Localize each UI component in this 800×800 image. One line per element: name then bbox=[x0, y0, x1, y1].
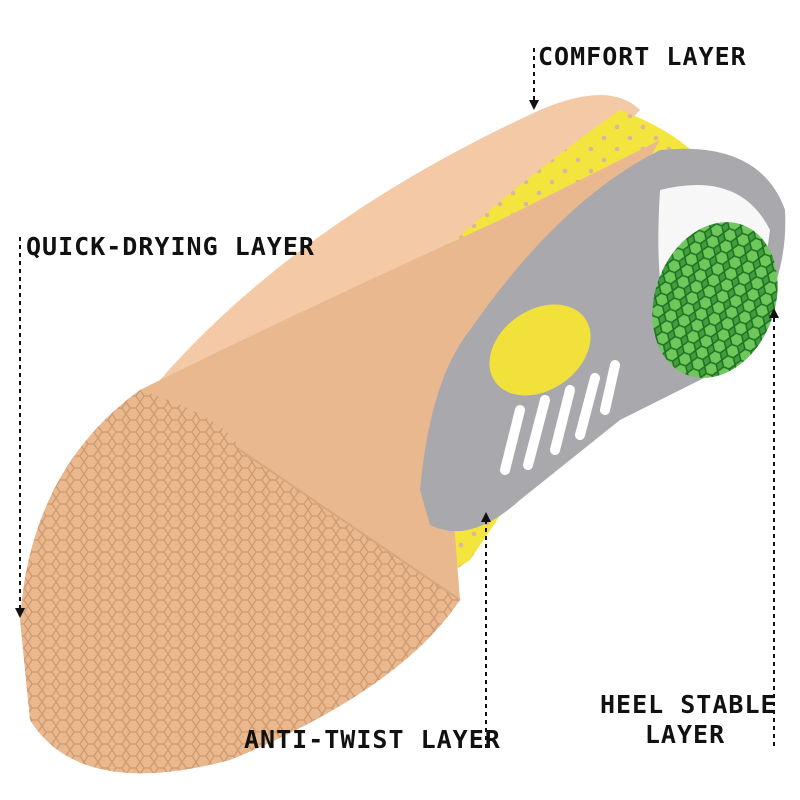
quick-drying-layer-label: QUICK-DRYING LAYER bbox=[26, 232, 315, 261]
heel-stable-label-line2: LAYER bbox=[644, 720, 726, 749]
anti-twist-layer-label: ANTI-TWIST LAYER bbox=[244, 725, 501, 754]
heel-stable-layer bbox=[652, 222, 778, 378]
comfort-layer-label: COMFORT LAYER bbox=[538, 42, 747, 71]
heel-stable-layer-label: HEEL STABLE LAYER bbox=[600, 690, 777, 750]
heel-stable-label-line1: HEEL STABLE bbox=[600, 690, 777, 719]
